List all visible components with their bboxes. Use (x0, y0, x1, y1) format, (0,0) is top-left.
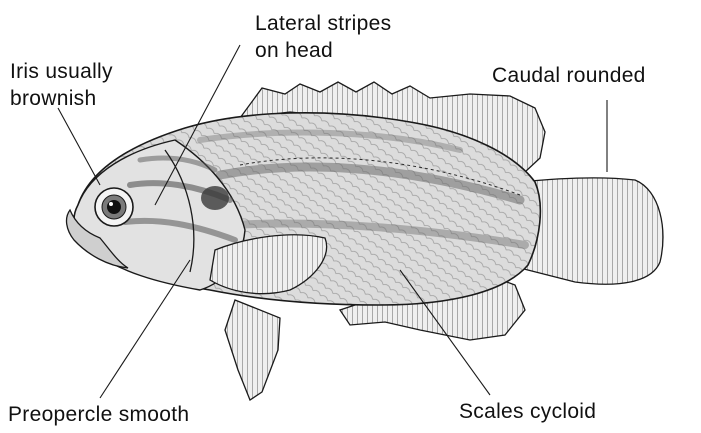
label-lateral-line2: on head (255, 37, 391, 64)
label-preopercle: Preopercle smooth (8, 401, 189, 428)
label-caudal: Caudal rounded (492, 62, 646, 89)
pelvic-fin (225, 300, 280, 400)
caudal-fin (520, 178, 663, 284)
label-iris-line1: Iris usually (10, 58, 113, 85)
opercular-spot (201, 186, 229, 210)
eye-highlight (109, 202, 113, 206)
leader-preopercle (100, 260, 190, 398)
pupil (107, 200, 121, 214)
label-iris: Iris usually brownish (10, 58, 113, 112)
label-lateral-line1: Lateral stripes (255, 10, 391, 37)
label-lateral-stripes: Lateral stripes on head (255, 10, 391, 64)
label-scales: Scales cycloid (459, 398, 596, 425)
leader-iris (58, 108, 100, 185)
label-iris-line2: brownish (10, 85, 113, 112)
